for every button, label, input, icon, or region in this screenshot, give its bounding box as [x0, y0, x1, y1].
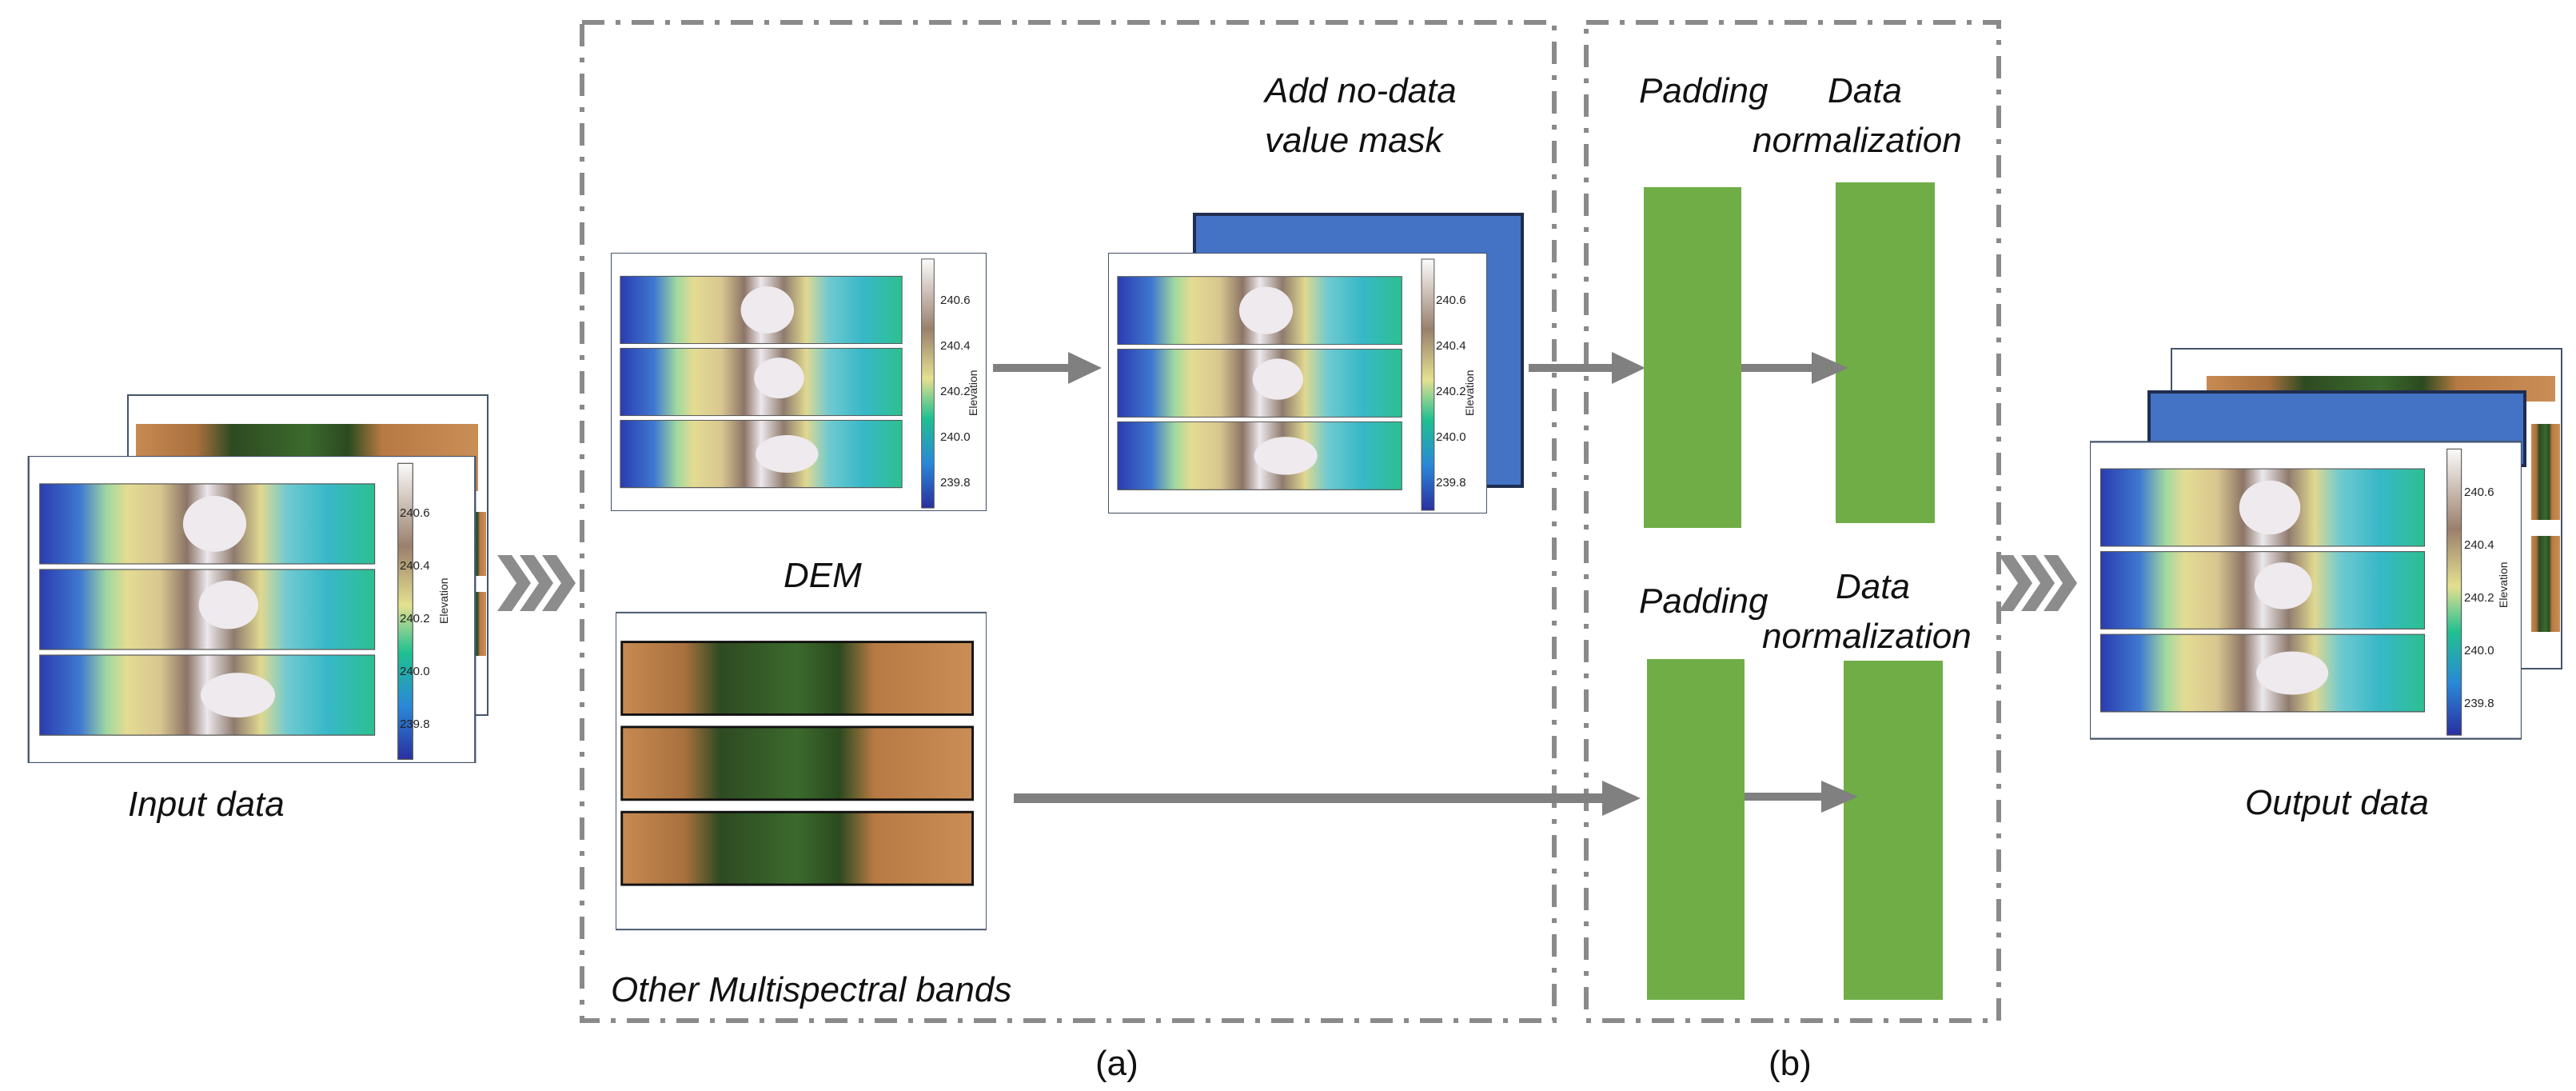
colorbar-tick: 239.8: [1436, 476, 1466, 490]
output-back-image-strip: [2531, 424, 2560, 520]
section-b-border: [1584, 20, 2001, 1023]
multispectral-caption: Other Multispectral bands: [611, 970, 1011, 1009]
colorbar-tick: 240.2: [2464, 591, 2494, 605]
padding-caption-1: Padding: [1639, 71, 1769, 110]
padding-block-multispectral: [1647, 659, 1745, 1000]
colorbar-tick: 240.4: [400, 559, 430, 573]
arrowhead: [1612, 352, 1645, 384]
colorbar-label: Elevation: [1463, 370, 1476, 416]
mask-caption-line-2: value mask: [1265, 121, 1445, 160]
panel-label-b: (b): [1769, 1044, 1812, 1083]
normalization-block-multispectral: [1844, 661, 1943, 1000]
output-data-stack: 240.6 240.4 240.2 240.0 239.8 Elevation: [2090, 348, 2562, 740]
colorbar-tick: 240.6: [400, 506, 430, 520]
dem-caption: DEM: [784, 556, 862, 595]
normalization-block-dem: [1836, 182, 1935, 523]
colorbar-tick: 240.4: [1436, 339, 1466, 353]
input-data-caption: Input data: [128, 785, 285, 824]
arrowhead: [1812, 352, 1848, 384]
colorbar-tick: 240.2: [940, 385, 971, 398]
normalization-caption-1-line-1: Data: [1828, 71, 1902, 110]
arrowhead: [1602, 781, 1641, 816]
dem-image: [1108, 253, 1487, 514]
colorbar-tick: 239.8: [400, 717, 430, 731]
arrowhead: [1821, 781, 1858, 813]
dem-image: [611, 253, 987, 511]
multispectral-panel: [616, 611, 987, 931]
chevron-right-icon: [1999, 555, 2077, 611]
colorbar-label: Elevation: [967, 370, 979, 416]
colorbar-tick: 239.8: [940, 476, 971, 490]
padding-caption-2: Padding: [1639, 581, 1769, 621]
normalization-caption-1-line-2: normalization: [1753, 121, 1962, 160]
colorbar-label: Elevation: [437, 577, 450, 624]
normalization-caption-2-line-2: normalization: [1762, 617, 1972, 656]
section-a-border: [580, 20, 1557, 1023]
chevron-right-icon: [497, 555, 576, 611]
input-data-stack: 240.6 240.4 240.2 240.0 239.8 Elevation: [27, 394, 488, 763]
output-back-image-strip: [2531, 536, 2560, 632]
colorbar-tick: 240.0: [400, 665, 430, 678]
arrowhead: [1068, 352, 1102, 384]
output-data-caption: Output data: [2245, 783, 2429, 822]
colorbar-tick: 240.2: [1436, 385, 1466, 398]
padding-block-dem: [1644, 187, 1741, 528]
colorbar-tick: 239.8: [2464, 697, 2494, 710]
colorbar-tick: 240.2: [400, 612, 430, 625]
colorbar-tick: 240.4: [940, 339, 971, 353]
dem-panel-a: 240.6 240.4 240.2 240.0 239.8 Elevation: [611, 253, 987, 511]
panel-label-a: (a): [1095, 1044, 1138, 1083]
dem-masked-panel: 240.6 240.4 240.2 240.0 239.8 Elevation: [1108, 253, 1487, 514]
colorbar-tick: 240.6: [940, 294, 971, 307]
colorbar-tick: 240.4: [2464, 538, 2494, 552]
input-colorbar-ticks: 240.6 240.4 240.2 240.0 239.8 Elevation: [400, 506, 450, 731]
output-dem-panel: [2090, 441, 2522, 740]
colorbar-label: Elevation: [2497, 561, 2510, 608]
colorbar-tick: 240.0: [1436, 430, 1466, 444]
colorbar-tick: 240.0: [940, 430, 971, 444]
mask-caption-line-1: Add no-data: [1262, 71, 1457, 110]
colorbar-tick: 240.0: [2464, 644, 2494, 657]
normalization-caption-2-line-1: Data: [1836, 567, 1910, 606]
colorbar-tick: 240.6: [1436, 294, 1466, 307]
colorbar-tick: 240.6: [2464, 486, 2494, 499]
